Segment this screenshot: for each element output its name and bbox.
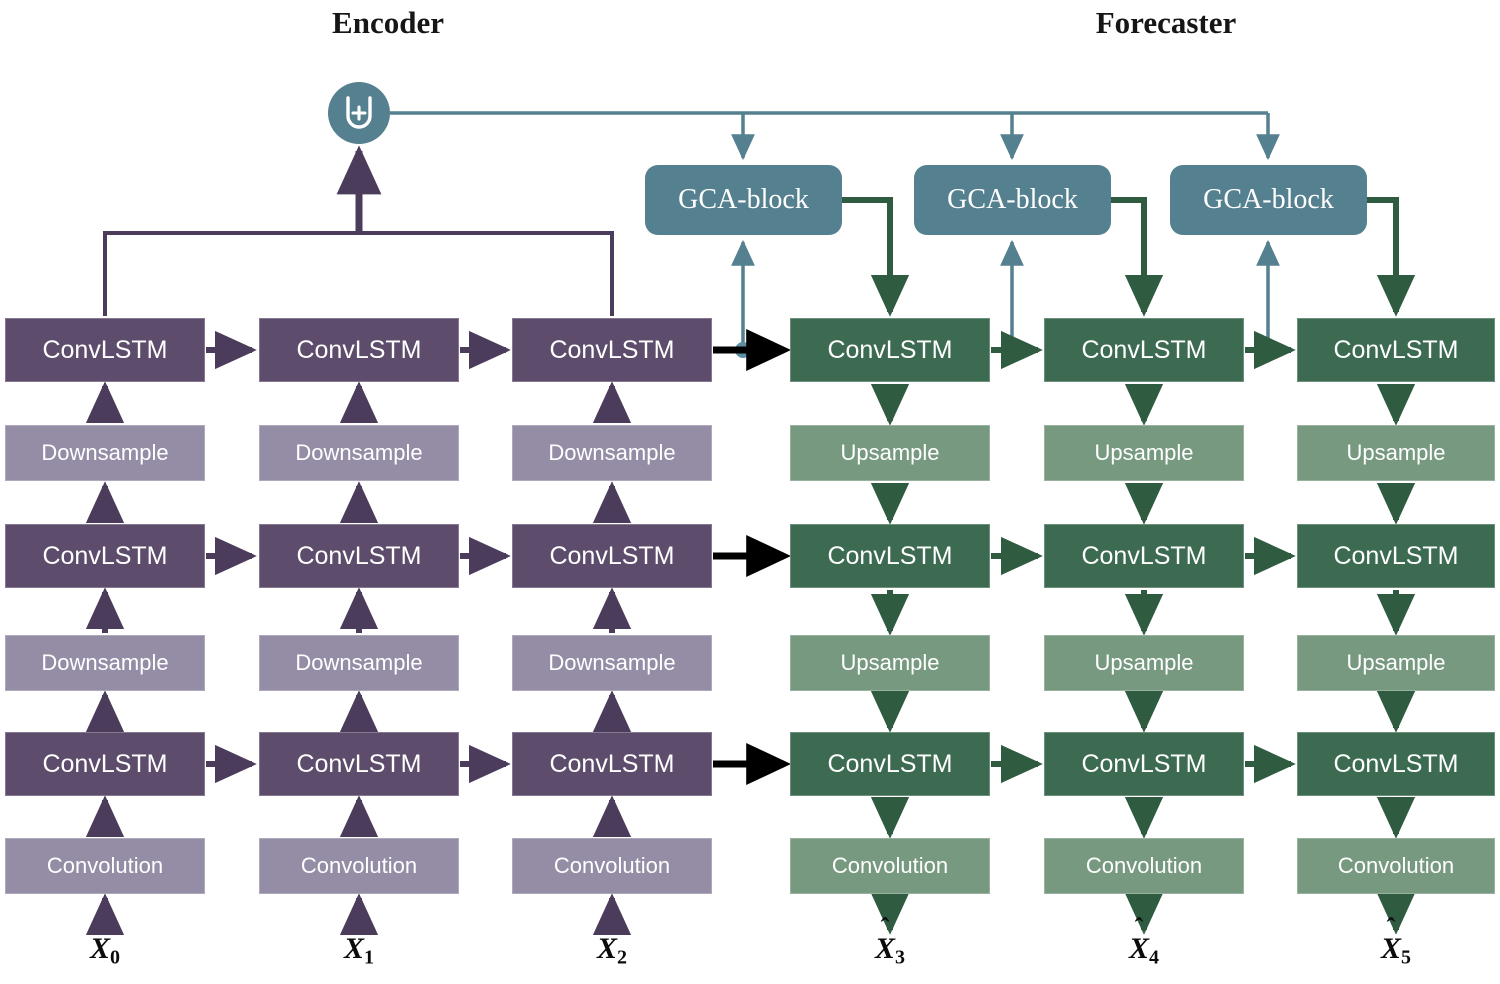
- input-label-x2-sub: 2: [617, 946, 627, 969]
- forecaster-t4-upsample-upper[interactable]: Upsample: [1044, 425, 1244, 481]
- forecaster-t3-convolution[interactable]: Convolution: [790, 838, 990, 894]
- encoder-t0-convolution[interactable]: Convolution: [5, 838, 205, 894]
- encoder-t2-downsample-lower[interactable]: Downsample: [512, 635, 712, 691]
- input-label-x0-base: X: [89, 932, 110, 965]
- encoder-t0-downsample-lower[interactable]: Downsample: [5, 635, 205, 691]
- encoder-t1-convlstm-mid[interactable]: ConvLSTM: [259, 524, 459, 588]
- input-label-x1-base: X: [343, 932, 364, 965]
- forecaster-t3-convlstm-bottom[interactable]: ConvLSTM: [790, 732, 990, 796]
- output-label-x5hat-sub: 5: [1401, 946, 1411, 969]
- forecaster-t3-upsample-lower[interactable]: Upsample: [790, 635, 990, 691]
- encoder-state-bus: [103, 231, 614, 316]
- input-label-x1: X1: [299, 932, 419, 970]
- input-label-x0: X0: [45, 932, 165, 970]
- section-header-forecaster: Forecaster: [1095, 5, 1237, 40]
- encoder-t2-convlstm-mid[interactable]: ConvLSTM: [512, 524, 712, 588]
- forecaster-t5-upsample-lower[interactable]: Upsample: [1297, 635, 1495, 691]
- output-label-x4hat-sub: 4: [1149, 946, 1159, 969]
- encoder-t2-convlstm-bottom[interactable]: ConvLSTM: [512, 732, 712, 796]
- encoder-t1-convolution[interactable]: Convolution: [259, 838, 459, 894]
- section-header-encoder: Encoder: [332, 5, 444, 40]
- encoder-t2-convolution[interactable]: Convolution: [512, 838, 712, 894]
- forecaster-t4-convlstm-top[interactable]: ConvLSTM: [1044, 318, 1244, 382]
- encoder-t1-downsample-lower[interactable]: Downsample: [259, 635, 459, 691]
- output-label-x3hat-base: ̂X: [874, 932, 895, 965]
- input-label-x1-sub: 1: [364, 946, 374, 969]
- forecaster-t5-convlstm-top[interactable]: ConvLSTM: [1297, 318, 1495, 382]
- gca-block-2[interactable]: GCA-block: [914, 165, 1111, 235]
- union-plus-icon: [346, 96, 372, 129]
- gca-block-1[interactable]: GCA-block: [645, 165, 842, 235]
- forecaster-t5-upsample-upper[interactable]: Upsample: [1297, 425, 1495, 481]
- output-label-x3hat-sub: 3: [895, 946, 905, 969]
- encoder-t0-convlstm-bottom[interactable]: ConvLSTM: [5, 732, 205, 796]
- gca-block-3[interactable]: GCA-block: [1170, 165, 1367, 235]
- input-label-x2: X2: [552, 932, 672, 970]
- forecaster-t3-convlstm-mid[interactable]: ConvLSTM: [790, 524, 990, 588]
- union-node[interactable]: [328, 82, 390, 144]
- forecaster-t4-convolution[interactable]: Convolution: [1044, 838, 1244, 894]
- output-label-x4hat-base: ̂X: [1128, 932, 1149, 965]
- input-label-x0-sub: 0: [110, 946, 120, 969]
- forecaster-t3-upsample-upper[interactable]: Upsample: [790, 425, 990, 481]
- encoder-t0-convlstm-top[interactable]: ConvLSTM: [5, 318, 205, 382]
- forecaster-t5-convlstm-mid[interactable]: ConvLSTM: [1297, 524, 1495, 588]
- encoder-t1-downsample-upper[interactable]: Downsample: [259, 425, 459, 481]
- encoder-t0-downsample-upper[interactable]: Downsample: [5, 425, 205, 481]
- encoder-t2-downsample-upper[interactable]: Downsample: [512, 425, 712, 481]
- encoder-forecaster-bridge-arrows: [713, 329, 791, 785]
- forecaster-t4-upsample-lower[interactable]: Upsample: [1044, 635, 1244, 691]
- forecaster-t5-convolution[interactable]: Convolution: [1297, 838, 1495, 894]
- encoder-t2-convlstm-top[interactable]: ConvLSTM: [512, 318, 712, 382]
- union-to-gca-arrows: [731, 113, 1280, 161]
- forecaster-t3-convlstm-top[interactable]: ConvLSTM: [790, 318, 990, 382]
- output-label-x3hat: ̂X3: [830, 932, 950, 970]
- encoder-t1-convlstm-bottom[interactable]: ConvLSTM: [259, 732, 459, 796]
- output-label-x5hat: ̂X5: [1336, 932, 1456, 970]
- input-label-x2-base: X: [596, 932, 617, 965]
- encoder-t1-convlstm-top[interactable]: ConvLSTM: [259, 318, 459, 382]
- forecaster-t4-convlstm-bottom[interactable]: ConvLSTM: [1044, 732, 1244, 796]
- encoder-t0-convlstm-mid[interactable]: ConvLSTM: [5, 524, 205, 588]
- forecaster-t4-convlstm-mid[interactable]: ConvLSTM: [1044, 524, 1244, 588]
- forecaster-t5-convlstm-bottom[interactable]: ConvLSTM: [1297, 732, 1495, 796]
- output-label-x5hat-base: ̂X: [1380, 932, 1401, 965]
- output-label-x4hat: ̂X4: [1084, 932, 1204, 970]
